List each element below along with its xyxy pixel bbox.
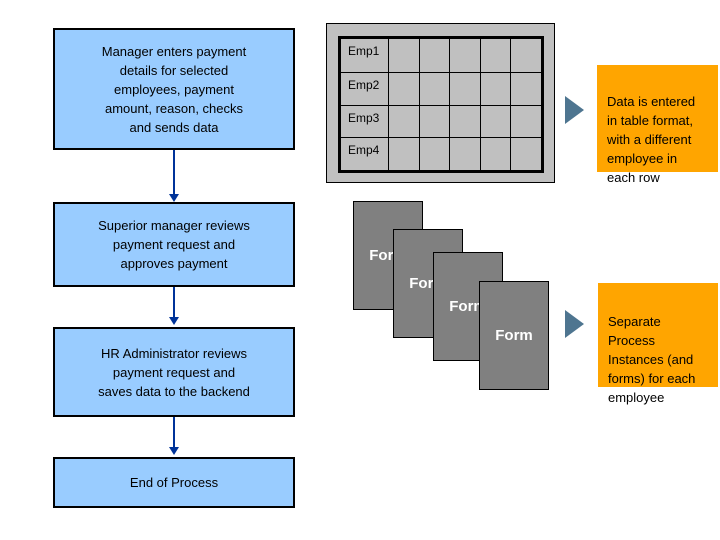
table-row: Emp4 <box>341 137 541 170</box>
table-cell <box>418 138 450 170</box>
table-cell <box>510 39 541 72</box>
table-cell <box>510 72 541 105</box>
flow-step-manager-enters: Manager enters payment details for selec… <box>53 28 295 150</box>
row-label: Emp3 <box>348 110 380 125</box>
table-cell <box>479 72 511 105</box>
table-cell <box>449 105 480 138</box>
arrow-right-icon <box>565 96 584 124</box>
flow-connector <box>173 287 175 319</box>
arrow-down-icon <box>169 194 179 202</box>
annotation-text: Separate Process Instances (and forms) f… <box>608 314 696 405</box>
flow-step-end: End of Process <box>53 457 295 508</box>
annotation-table-format: Data is entered in table format, with a … <box>597 65 718 185</box>
table-row: Emp2 <box>341 71 541 105</box>
table-cell <box>510 138 541 170</box>
annotation-text: Data is entered in table format, with a … <box>607 94 696 185</box>
table-cell <box>510 105 541 138</box>
flow-connector <box>173 417 175 449</box>
row-label: Emp1 <box>348 44 380 58</box>
arrow-down-icon <box>169 447 179 455</box>
table-cell <box>449 39 480 72</box>
table-cell <box>449 72 480 105</box>
table-cell <box>418 105 450 138</box>
form-card: Form <box>479 281 549 390</box>
table-cell <box>479 105 511 138</box>
table-cell <box>388 72 419 105</box>
table-cell <box>479 138 511 170</box>
flow-step-label: End of Process <box>129 475 219 490</box>
table-cell <box>388 39 419 72</box>
table-cell <box>388 138 419 170</box>
flow-step-superior-review: Superior manager reviews payment request… <box>53 202 295 287</box>
table-row: Emp3 <box>341 104 541 138</box>
employee-table: Emp1 Emp2 Emp3 <box>338 36 544 173</box>
table-cell <box>388 105 419 138</box>
arrow-right-icon <box>565 310 584 338</box>
form-label: Form <box>449 298 487 315</box>
arrow-down-icon <box>169 317 179 325</box>
row-label: Emp2 <box>348 77 380 92</box>
flow-step-hr-review: HR Administrator reviews payment request… <box>53 327 295 417</box>
table-cell <box>479 39 511 72</box>
employee-table-panel: Emp1 Emp2 Emp3 <box>326 23 555 183</box>
row-label: Emp4 <box>348 143 380 158</box>
table-cell <box>418 39 450 72</box>
flow-connector <box>173 150 175 196</box>
table-row: Emp1 <box>341 39 541 72</box>
flow-step-label: HR Administrator reviews payment request… <box>98 345 250 399</box>
flow-step-label: Superior manager reviews payment request… <box>98 218 250 271</box>
form-label: Form <box>495 327 533 344</box>
table-cell <box>449 138 480 170</box>
annotation-process-instances: Separate Process Instances (and forms) f… <box>598 283 718 405</box>
table-cell <box>418 72 450 105</box>
flow-step-label: Manager enters payment details for selec… <box>101 43 247 135</box>
